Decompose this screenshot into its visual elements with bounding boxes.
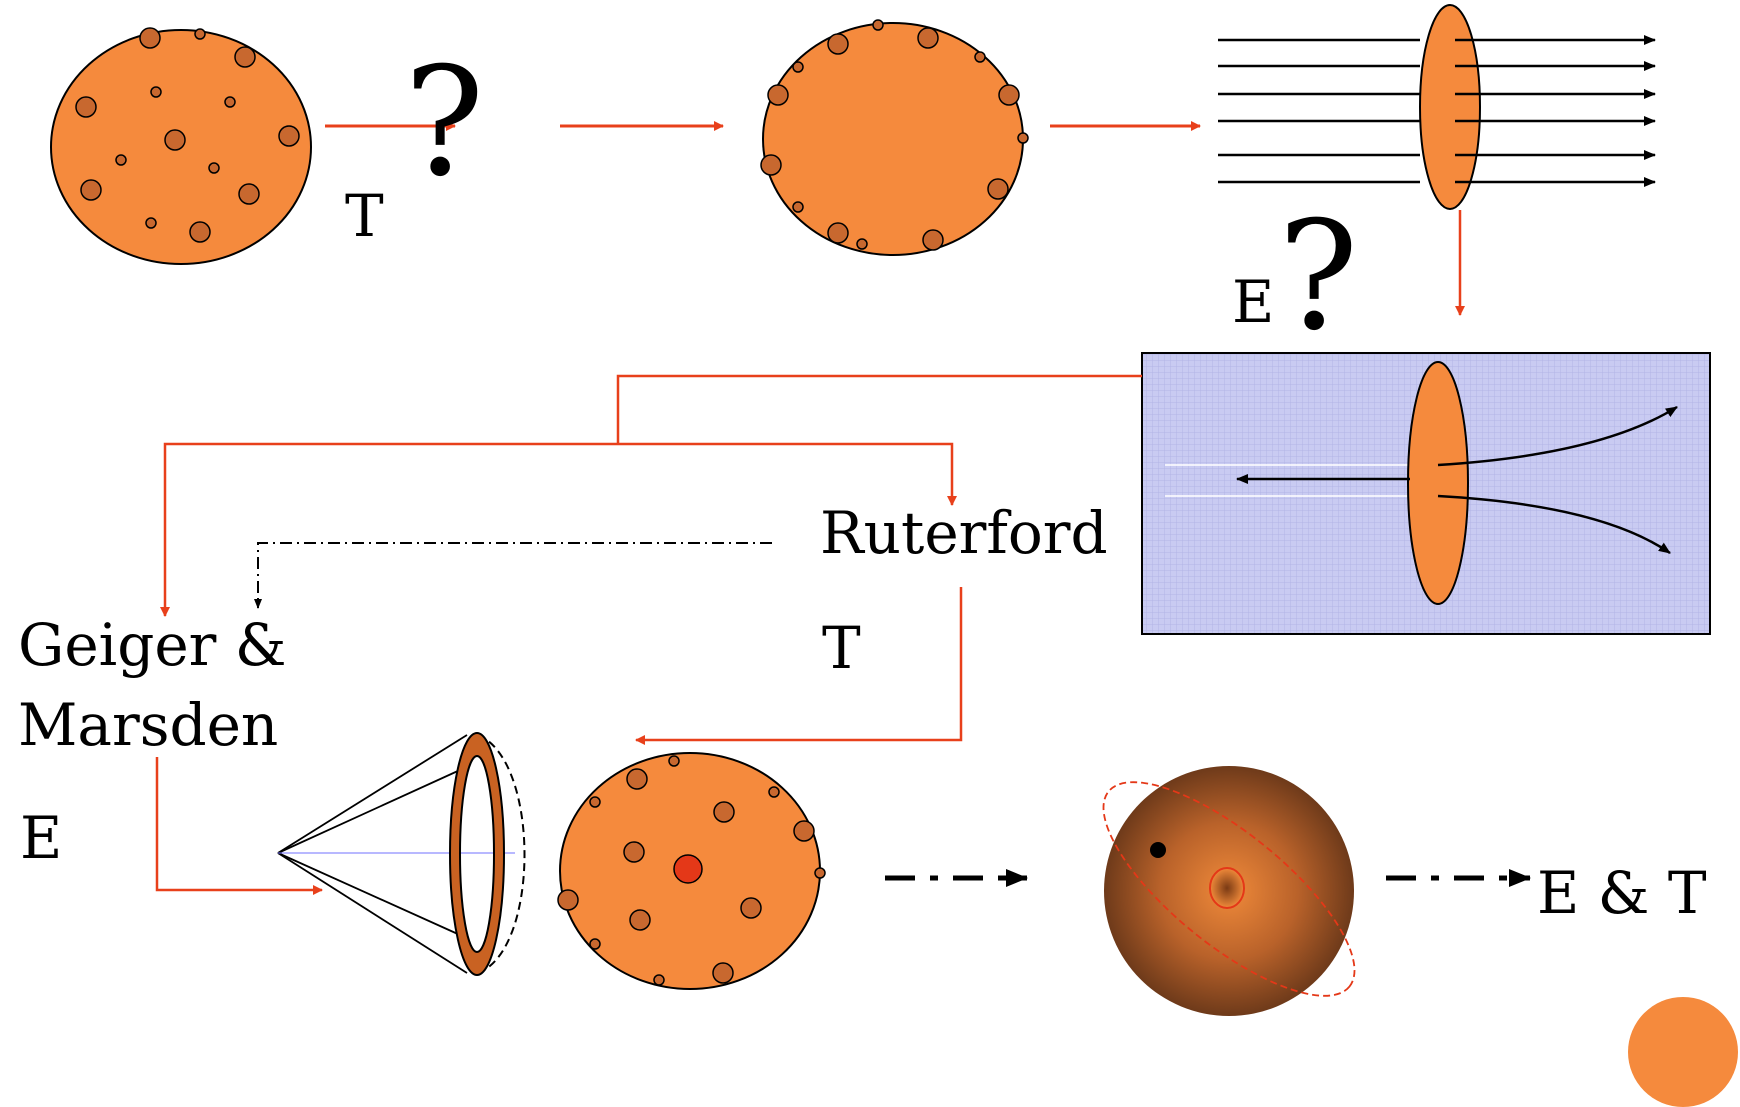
detector-ring <box>448 732 506 976</box>
rim-inclusions <box>760 19 1029 251</box>
nuclear-atom-sphere <box>557 752 826 990</box>
thin-foil <box>1419 4 1481 210</box>
deflected-path-up <box>1437 405 1678 467</box>
parallel-beam-setup <box>1218 4 1656 210</box>
deflected-path-down <box>1437 494 1671 555</box>
incoming-beam-lines <box>1218 38 1420 184</box>
nucleus-orbital <box>1209 867 1245 909</box>
outgoing-beam-arrows <box>1455 35 1656 187</box>
shell-sphere <box>760 19 1029 256</box>
arrow-to-nuclear-atom <box>635 587 963 745</box>
connector-panel-to-tree <box>616 374 1142 444</box>
electron-inclusions-nuclear <box>557 755 826 986</box>
label-t-top: T <box>345 182 384 250</box>
orbiting-electron <box>1150 842 1166 858</box>
label-geiger-line1: Geiger & <box>18 611 286 679</box>
nucleus <box>673 854 703 884</box>
orbital-atom-sphere <box>1102 766 1356 1016</box>
corner-decoration-dot <box>1628 997 1738 1107</box>
label-rutherford: Ruterford <box>820 499 1108 567</box>
arrow-to-geiger <box>160 442 618 617</box>
question-mark-mid: ? <box>1278 190 1358 364</box>
arrow-to-detector <box>155 757 323 895</box>
label-e-left: E <box>20 804 62 872</box>
question-mark-top: ? <box>404 36 484 210</box>
scattering-panel <box>1141 352 1711 635</box>
detector-ring-dashed-edge <box>477 734 526 974</box>
dashdot-arrow-to-geiger <box>254 542 772 609</box>
detector-cone <box>277 732 526 976</box>
label-geiger-line2: Marsden <box>18 691 278 759</box>
electron-orbit-dashed <box>1102 781 1356 997</box>
arrow-to-rutherford <box>618 442 957 506</box>
plum-pudding-sphere <box>50 27 312 265</box>
gold-foil <box>1407 361 1469 605</box>
label-e-mid: E <box>1232 268 1274 336</box>
label-t-mid: T <box>822 614 861 682</box>
label-e-and-t: E & T <box>1537 859 1707 927</box>
electron-inclusions <box>75 27 300 243</box>
